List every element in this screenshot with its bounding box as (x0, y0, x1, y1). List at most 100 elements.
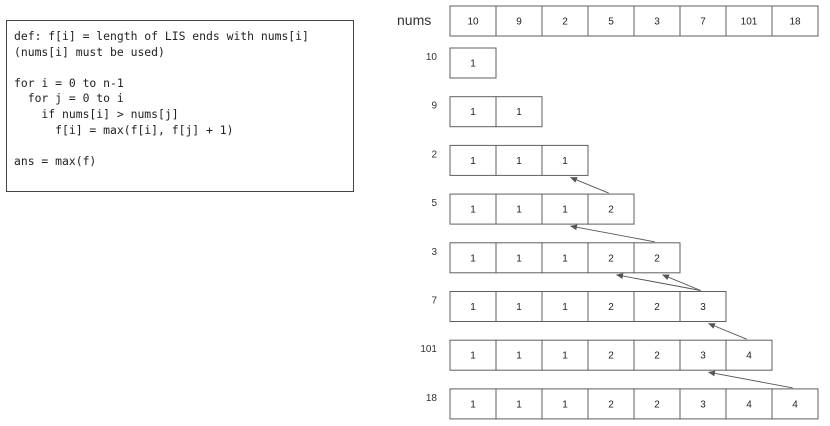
dp-cell-value: 2 (654, 302, 660, 313)
dp-cell-value: 1 (516, 107, 522, 118)
nums-cell-value: 2 (562, 17, 568, 28)
dp-cell-value: 2 (608, 351, 614, 362)
dp-cell-value: 2 (654, 399, 660, 410)
dp-cell-value: 1 (562, 399, 568, 410)
dp-row: 7 1 1 1 2 2 3 (431, 291, 727, 322)
dp-cell (725, 339, 773, 371)
dp-cell-value: 2 (608, 205, 614, 216)
dp-cell-value: 1 (516, 302, 522, 313)
dp-cell-value: 1 (470, 351, 476, 362)
nums-cell (771, 5, 819, 37)
code-line: def: f[i] = length of LIS ends with nums… (14, 29, 309, 43)
dp-cell (541, 388, 589, 420)
dp-cell-value: 2 (608, 399, 614, 410)
dp-cell-value: 1 (562, 253, 568, 264)
code-line: (nums[i] must be used) (14, 44, 165, 59)
nums-cell (725, 5, 773, 37)
dp-cell-value: 1 (516, 351, 522, 362)
dp-cell (449, 193, 497, 225)
dp-cell-value: 2 (608, 302, 614, 313)
dp-cell-value: 1 (562, 351, 568, 362)
nums-cell-value: 7 (700, 17, 706, 28)
pseudocode-box: def: f[i] = length of LIS ends with nums… (6, 20, 354, 192)
dp-cell-value: 1 (562, 156, 568, 167)
dp-cell (633, 242, 681, 274)
dp-cell-value: 1 (516, 253, 522, 264)
nums-cell-value: 9 (516, 17, 522, 28)
dp-cell-value: 1 (562, 205, 568, 216)
dp-cell (587, 339, 635, 371)
dp-cell-value: 2 (608, 253, 614, 264)
dp-cell (495, 193, 543, 225)
nums-cell-value: 101 (741, 17, 758, 28)
dp-cell (679, 291, 727, 322)
dp-cell (541, 339, 589, 371)
dp-cell (449, 291, 497, 322)
nums-cell (495, 5, 543, 37)
dp-cell (449, 339, 497, 371)
nums-cell (449, 5, 497, 37)
dp-cell (495, 144, 543, 176)
dp-row: 9 1 1 (431, 96, 543, 128)
row-label: 7 (431, 296, 437, 307)
dp-cell-value: 3 (700, 399, 706, 410)
dp-cell (541, 193, 589, 225)
row-label: 5 (431, 198, 437, 209)
dp-cell-value: 1 (562, 302, 568, 313)
row-label: 18 (426, 393, 438, 404)
dp-cell (587, 291, 635, 322)
code-line: ans = max(f) (14, 153, 97, 168)
transition-arrow (708, 323, 747, 340)
nums-cell-value: 5 (608, 17, 614, 28)
dp-cell-value: 4 (792, 399, 798, 410)
dp-row: 101 (426, 47, 497, 79)
dp-cell-value: 1 (516, 205, 522, 216)
nums-cell-value: 10 (467, 17, 479, 28)
nums-row: nums 10 9 2 5 3 7 101 18 (397, 5, 819, 37)
dp-cell-value: 1 (516, 399, 522, 410)
dp-cell (541, 291, 589, 322)
dp-cell-value: 4 (746, 399, 752, 410)
transition-arrow (708, 370, 793, 389)
dp-cell (679, 388, 727, 420)
row-label: 2 (431, 149, 437, 160)
row-label: 10 (426, 52, 438, 63)
row-label: 3 (431, 247, 437, 258)
dp-arrows (570, 176, 793, 389)
dp-cell-value: 1 (516, 156, 522, 167)
code-line: if nums[i] > nums[j] (14, 106, 179, 121)
dp-cell-value: 1 (470, 205, 476, 216)
dp-cell (633, 291, 681, 322)
dp-cell (495, 291, 543, 322)
transition-arrow (570, 176, 609, 194)
transition-arrow (570, 224, 655, 243)
dp-cell (725, 388, 773, 420)
code-line: f[i] = max(f[i], f[j] + 1) (14, 122, 234, 137)
dp-cell (449, 47, 497, 79)
dp-cell (495, 339, 543, 371)
dp-cell-value: 2 (654, 253, 660, 264)
nums-label: nums (397, 12, 431, 28)
nums-cell-value: 18 (789, 17, 801, 28)
dp-cell (449, 96, 497, 128)
dp-cell (495, 96, 543, 128)
dp-cell-value: 1 (470, 156, 476, 167)
nums-cell (541, 5, 589, 37)
dp-cell-value: 1 (470, 399, 476, 410)
dp-cell-value: 3 (700, 302, 706, 313)
code-line: for j = 0 to i (14, 91, 124, 106)
dp-cell (541, 144, 589, 176)
dp-cell-value: 4 (746, 351, 752, 362)
row-label: 101 (420, 344, 437, 355)
row-label: 9 (431, 101, 437, 112)
code-line: for i = 0 to n-1 (14, 75, 124, 90)
nums-cell-value: 3 (654, 17, 660, 28)
dp-cell-value: 1 (470, 302, 476, 313)
dp-row: 18 1 1 1 2 2 3 4 4 (426, 388, 819, 420)
dp-cell (449, 388, 497, 420)
dp-cell-value: 1 (470, 107, 476, 118)
dp-cell (771, 388, 819, 420)
